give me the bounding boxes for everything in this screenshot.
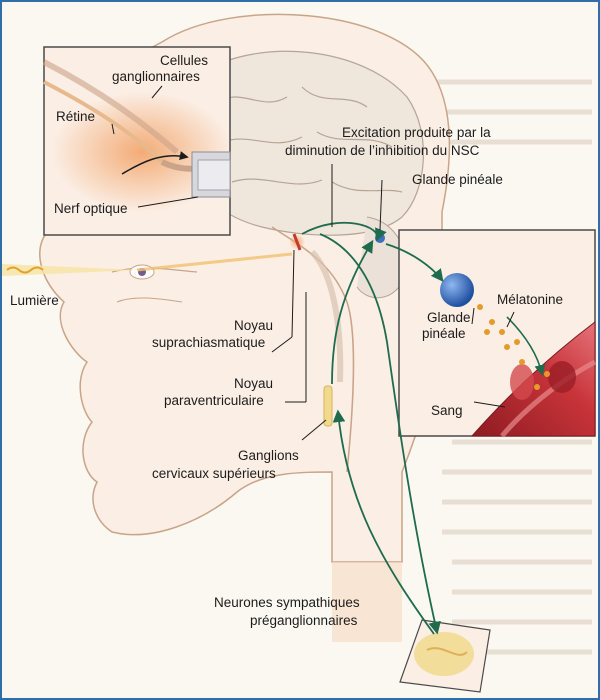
- label-neurones-1: Neurones sympathiques: [214, 595, 360, 610]
- label-nerf-optique: Nerf optique: [54, 201, 128, 216]
- label-sang: Sang: [431, 403, 463, 418]
- spinal-cord-inset: [399, 619, 491, 693]
- melatonin-inset: [398, 229, 597, 438]
- label-noyau-supra-1: Noyau: [234, 318, 273, 333]
- suprachiasmatic-nucleus: [292, 233, 302, 251]
- label-neurones-2: préganglionnaires: [250, 613, 358, 628]
- label-noyau-para-1: Noyau: [234, 376, 273, 391]
- label-melatonine: Mélatonine: [497, 292, 563, 307]
- label-glande-inset-2: pinéale: [422, 326, 466, 341]
- pineal-gland-large: [440, 273, 474, 307]
- wavy-light-ray-icon: [6, 266, 44, 274]
- label-noyau-supra-2: suprachiasmatique: [152, 335, 265, 350]
- label-excitation-2: diminution de l’inhibition du NSC: [285, 143, 480, 158]
- superior-cervical-ganglion: [323, 385, 333, 427]
- label-glande-inset-1: Glande: [427, 310, 471, 325]
- label-cellules-1: Cellules: [160, 53, 208, 68]
- label-noyau-para-2: paraventriculaire: [164, 393, 264, 408]
- label-ganglions-2: cervicaux supérieurs: [152, 466, 276, 481]
- retina-inset: [42, 46, 232, 236]
- light-ray: [2, 252, 293, 276]
- melatonin-dots: [477, 304, 550, 390]
- label-ganglions-1: Ganglions: [238, 448, 299, 463]
- label-lumiere: Lumière: [10, 293, 59, 308]
- leader-lines: [271, 164, 383, 441]
- neural-pathway: [301, 221, 444, 635]
- label-cellules-2: ganglionnaires: [112, 69, 200, 84]
- label-excitation-1: Excitation produite par la: [342, 125, 491, 140]
- label-glande-pineale: Glande pinéale: [412, 172, 503, 187]
- label-retine: Rétine: [56, 109, 95, 124]
